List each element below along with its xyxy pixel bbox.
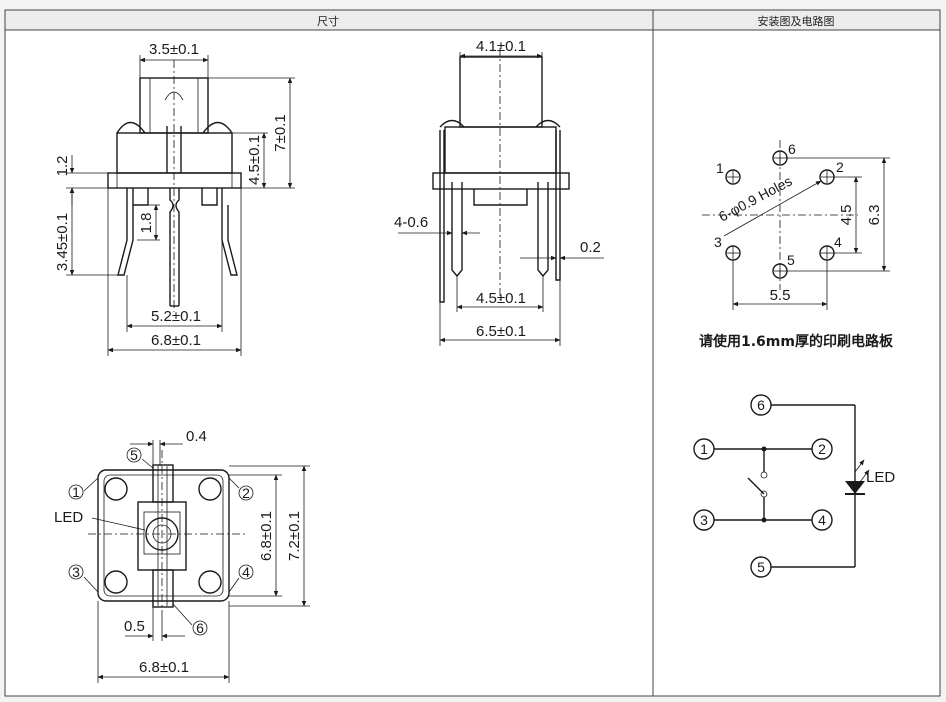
pcb-caption: 请使用1.6mm厚的印刷电路板 — [699, 333, 894, 350]
dim-pin-thickness: 0.2 — [580, 239, 601, 256]
dim-pin-width: 4-0.6 — [394, 214, 428, 231]
top-pin-5: 5 — [130, 447, 138, 463]
dim-gap: 0.4 — [186, 428, 207, 445]
side-view-profile — [398, 48, 604, 346]
dim-pin-spacing-1: 5.2±0.1 — [151, 308, 201, 325]
circuit-diagram — [693, 394, 870, 578]
dim-pin-length: 3.45±0.1 — [54, 213, 71, 271]
pcb-hole-layout — [702, 140, 890, 310]
dim-pin-spacing-2: 4.5±0.1 — [476, 290, 526, 307]
pcb-pin-2: 2 — [836, 159, 844, 175]
dim-small-offset: 0.5 — [124, 618, 145, 635]
circuit-node-2: 2 — [818, 441, 826, 457]
top-pin-3: 3 — [72, 564, 80, 580]
pcb-pin-6: 6 — [788, 141, 796, 157]
top-pin-4: 4 — [242, 564, 250, 580]
dim-total-width-1: 6.8±0.1 — [151, 332, 201, 349]
top-pin-6: 6 — [196, 620, 204, 636]
dim-height-total: 7±0.1 — [272, 114, 289, 151]
circuit-node-6: 6 — [757, 397, 765, 413]
pcb-dim-outer-height: 6.3 — [866, 205, 883, 226]
pcb-dim-inner-height: 4.5 — [838, 205, 855, 226]
led-label-top: LED — [54, 509, 83, 526]
dim-inner-height: 6.8±0.1 — [258, 511, 275, 561]
pcb-pin-3: 3 — [714, 234, 722, 250]
header-dimensions: 尺寸 — [317, 14, 339, 28]
circuit-node-5: 5 — [757, 559, 765, 575]
circuit-node-4: 4 — [818, 512, 826, 528]
circuit-node-1: 1 — [700, 441, 708, 457]
dim-total-width-2: 6.5±0.1 — [476, 323, 526, 340]
pcb-pin-1: 1 — [716, 160, 724, 176]
dim-height-body: 4.5±0.1 — [246, 135, 263, 185]
header-installation-circuit: 安装图及电路图 — [758, 14, 835, 28]
dim-pin-bend: 1.8 — [138, 213, 155, 234]
top-view — [68, 440, 310, 683]
dim-top-width-1: 3.5±0.1 — [149, 41, 199, 58]
top-pin-2: 2 — [242, 485, 250, 501]
circuit-node-3: 3 — [700, 512, 708, 528]
pcb-dim-width: 5.5 — [770, 287, 791, 304]
dim-outer-height: 7.2±0.1 — [286, 511, 303, 561]
dim-top-width: 6.8±0.1 — [139, 659, 189, 676]
dim-top-width-2: 4.1±0.1 — [476, 38, 526, 55]
pcb-pin-4: 4 — [834, 234, 842, 250]
top-pin-1: 1 — [72, 484, 80, 500]
side-view-front — [66, 55, 295, 356]
frame — [4, 9, 941, 697]
circuit-led-label: LED — [866, 469, 895, 486]
pcb-pin-5: 5 — [787, 252, 795, 268]
dim-flange: 1.2 — [54, 156, 71, 177]
